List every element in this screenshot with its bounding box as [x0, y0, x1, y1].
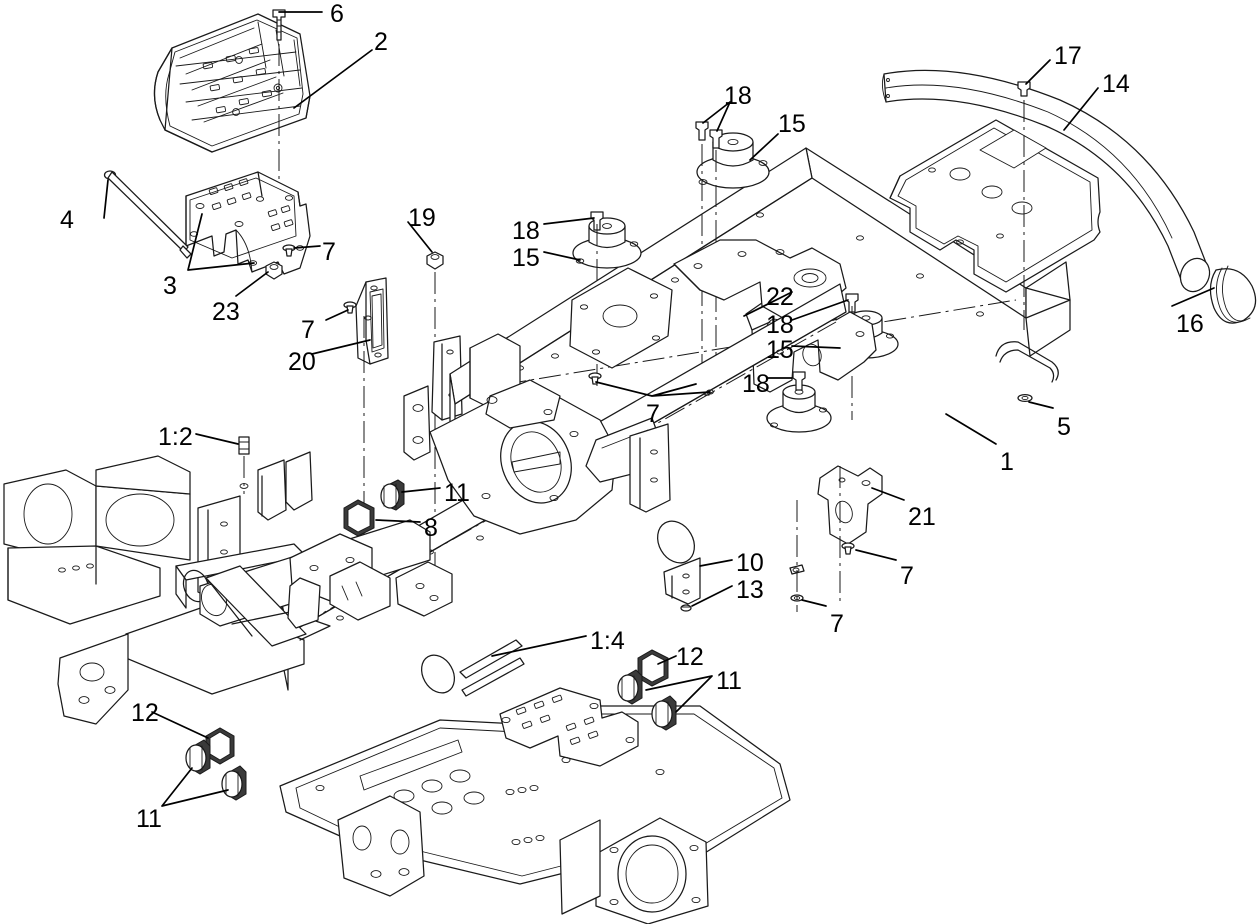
part-nut-19 [426, 251, 444, 270]
callout-3: 3 [163, 272, 177, 300]
callout-10: 10 [736, 549, 764, 577]
callout-18-d: 18 [742, 370, 770, 398]
part-nut-5 [1017, 393, 1033, 403]
part-plug-12c [637, 649, 669, 687]
callout-11-b: 11 [716, 667, 742, 695]
callout-14: 14 [1102, 70, 1130, 98]
callout-19: 19 [408, 204, 436, 232]
part-engine-mount-15b [572, 217, 642, 269]
callout-15-a: 15 [778, 110, 806, 138]
part-tube-rail-14 [881, 69, 1211, 293]
callout-16: 16 [1176, 310, 1204, 338]
part-plug-11c [651, 695, 677, 731]
part-engine-mount-15a [696, 132, 770, 189]
callout-8: 8 [424, 514, 438, 542]
callout-13: 13 [736, 576, 764, 604]
part-plug-11e [221, 765, 247, 801]
part-plate-left [569, 267, 673, 369]
callout-7-b: 7 [301, 316, 315, 344]
callout-23: 23 [212, 298, 240, 326]
detail-ref-1-4: 1:4 [590, 627, 625, 655]
part-end-cap-16 [1209, 265, 1257, 324]
part-bolt-18a [695, 121, 709, 141]
part-bolt-18b [709, 129, 723, 149]
part-bolt-18e [792, 371, 806, 391]
callout-7-e: 7 [830, 610, 844, 638]
callout-18-b: 18 [512, 217, 540, 245]
callout-17: 17 [1054, 42, 1082, 70]
part-screw-7g [789, 564, 805, 575]
callout-18-c: 18 [766, 311, 794, 339]
part-bolt-4 [103, 170, 192, 259]
callout-21: 21 [908, 503, 936, 531]
part-nut-23 [265, 261, 283, 280]
callout-11-c: 11 [136, 805, 162, 833]
part-step-plate [153, 13, 311, 153]
callout-12-a: 12 [131, 699, 159, 727]
callout-18-a: 18 [724, 82, 752, 110]
callout-2: 2 [374, 28, 388, 56]
callout-22: 22 [766, 283, 794, 311]
part-tab-bracket-10 [663, 557, 701, 605]
part-screw-7a [282, 244, 296, 257]
part-plug-8 [343, 499, 375, 537]
part-side-bracket-20 [355, 277, 389, 365]
part-screw-7f [841, 542, 855, 555]
part-plate-22-top [673, 239, 847, 323]
part-screw-7c [588, 372, 602, 385]
part-plug-11d [185, 739, 211, 775]
callout-12-c: 12 [676, 643, 704, 671]
part-nut-13 [680, 604, 692, 612]
callout-7-d: 7 [900, 562, 914, 590]
callout-15-c: 15 [766, 336, 794, 364]
callout-1: 1 [1000, 448, 1014, 476]
part-fastener-17 [1017, 81, 1031, 97]
callout-15-b: 15 [512, 244, 540, 272]
part-plug-11a [380, 479, 405, 511]
part-lower-frame [3, 283, 847, 924]
callout-5: 5 [1057, 413, 1071, 441]
callout-7-c: 7 [646, 400, 660, 428]
detail-ref-1-2: 1:2 [158, 423, 193, 451]
part-pin-detail-1-2 [238, 436, 250, 455]
callout-7-a: 7 [322, 238, 336, 266]
part-latch-bracket-21 [817, 465, 883, 545]
callout-4: 4 [60, 206, 74, 234]
callout-6: 6 [330, 0, 344, 28]
part-plug-11b [617, 669, 643, 705]
leader-lines [103, 11, 1215, 807]
callout-20: 20 [288, 348, 316, 376]
part-step-bracket [185, 171, 311, 275]
callout-11-a: 11 [444, 479, 470, 507]
part-engine-mount-15d [766, 384, 832, 433]
